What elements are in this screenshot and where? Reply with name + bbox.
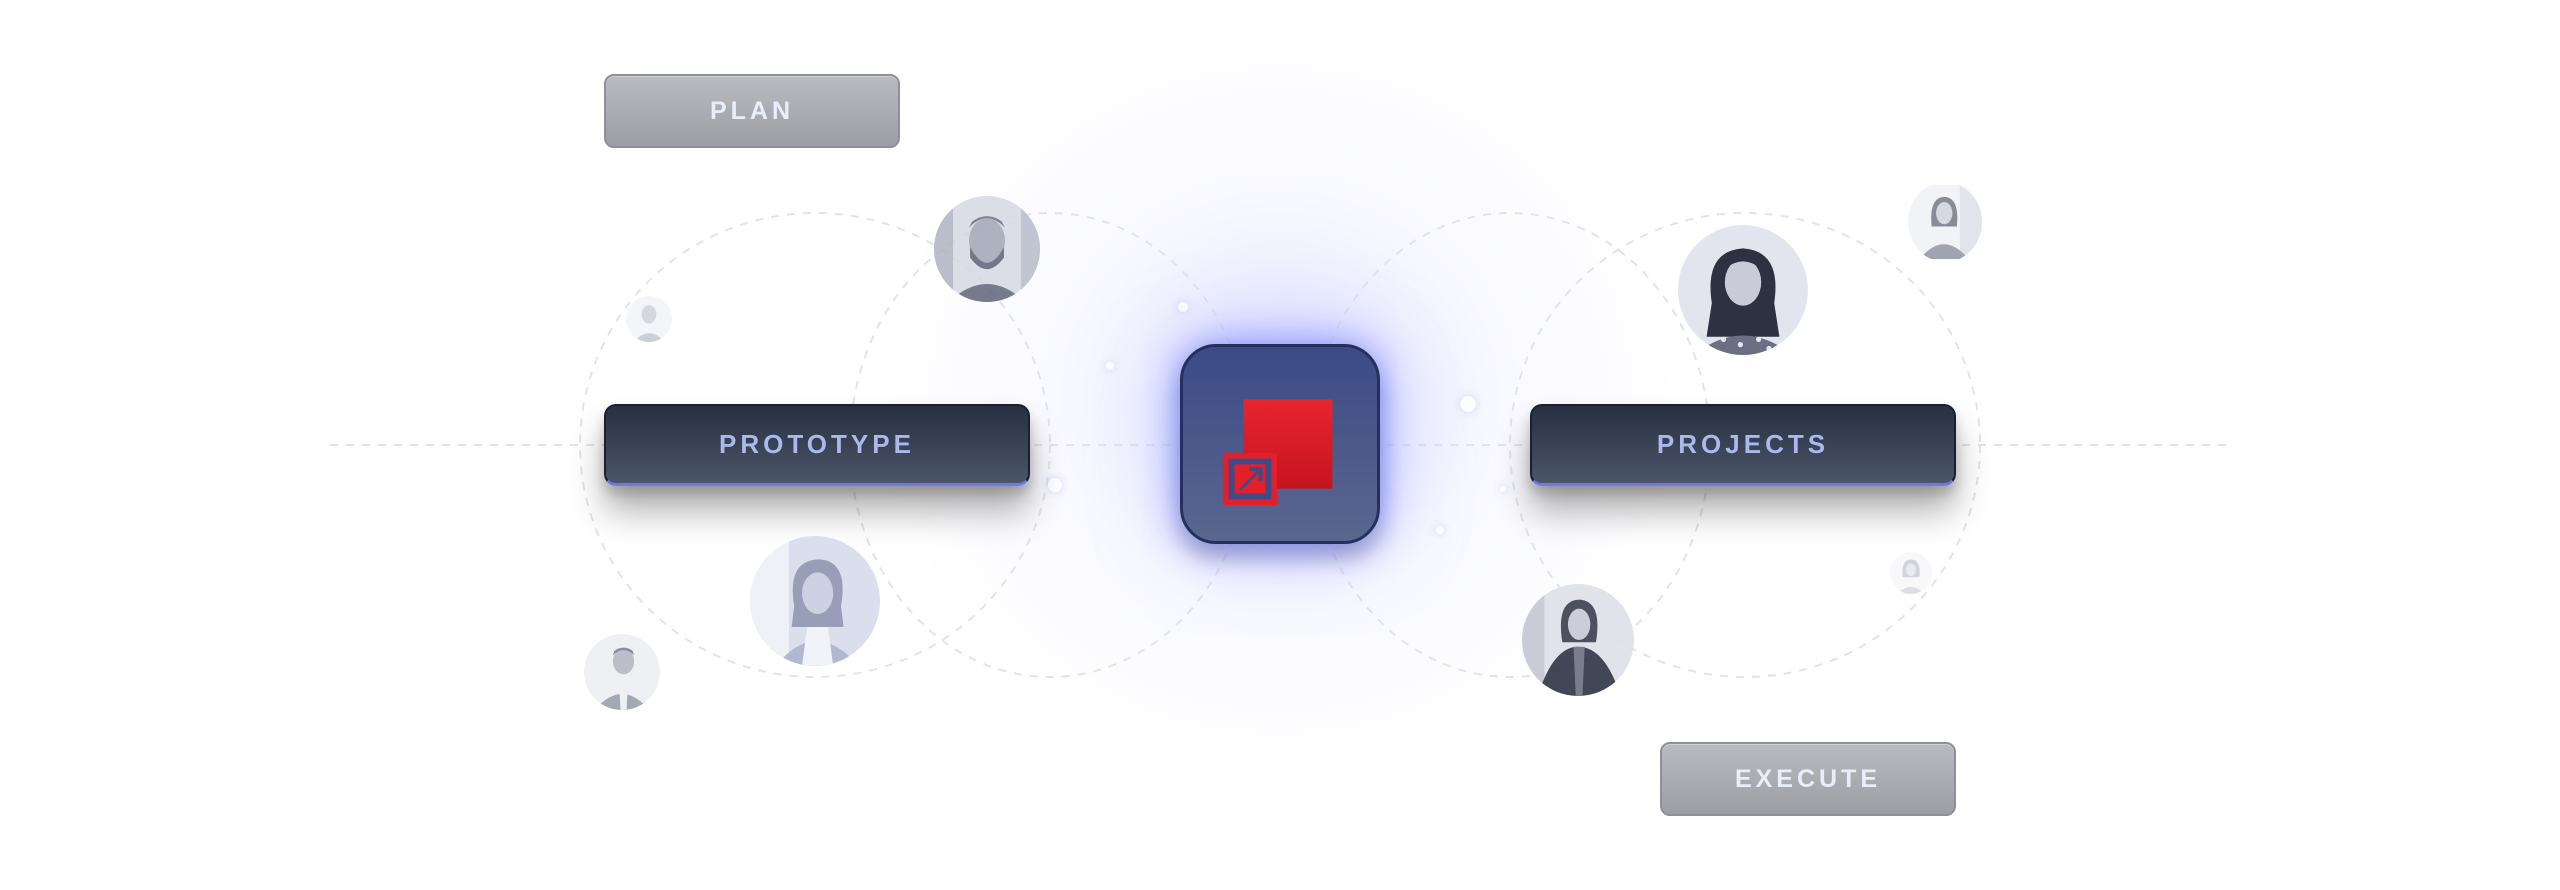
plan-button-label: PLAN — [709, 96, 795, 125]
app-logo-tile[interactable] — [1180, 344, 1380, 544]
projects-button-label: PROJECTS — [1656, 429, 1830, 459]
woman-dark-hair-avatar-icon — [1678, 225, 1808, 355]
avatar — [584, 634, 660, 710]
avatar — [1908, 182, 1982, 262]
external-link-arrow-icon — [1222, 399, 1333, 506]
sparkle-dot — [1106, 362, 1114, 370]
sparkle-dot — [1500, 486, 1506, 492]
avatar — [1890, 552, 1932, 594]
man-small-avatar-icon — [584, 634, 660, 710]
avatar — [750, 536, 880, 666]
avatar — [934, 196, 1040, 302]
avatar — [626, 296, 672, 342]
execute-button-label: EXECUTE — [1734, 764, 1882, 793]
woman-light-hair-avatar-icon — [750, 536, 880, 666]
sparkle-dot — [1048, 478, 1062, 492]
sparkle-dot — [1436, 526, 1444, 534]
prototype-button[interactable]: PROTOTYPE — [604, 404, 1030, 486]
sparkle-dot — [1178, 302, 1188, 312]
bearded-man-avatar-icon — [934, 196, 1040, 302]
woman-dark-jacket-avatar-icon — [1522, 584, 1634, 696]
woman-far-right-avatar-icon — [1908, 185, 1982, 259]
projects-button[interactable]: PROJECTS — [1530, 404, 1956, 486]
sparkle-dot — [1460, 396, 1476, 412]
plan-button[interactable]: PLAN — [604, 74, 900, 148]
execute-button[interactable]: EXECUTE — [1660, 742, 1956, 816]
avatar — [1522, 584, 1634, 696]
person-faint-avatar-icon — [1890, 552, 1932, 594]
avatar — [1678, 225, 1808, 355]
person-tiny-avatar-icon — [626, 296, 672, 342]
prototype-button-label: PROTOTYPE — [719, 429, 915, 459]
